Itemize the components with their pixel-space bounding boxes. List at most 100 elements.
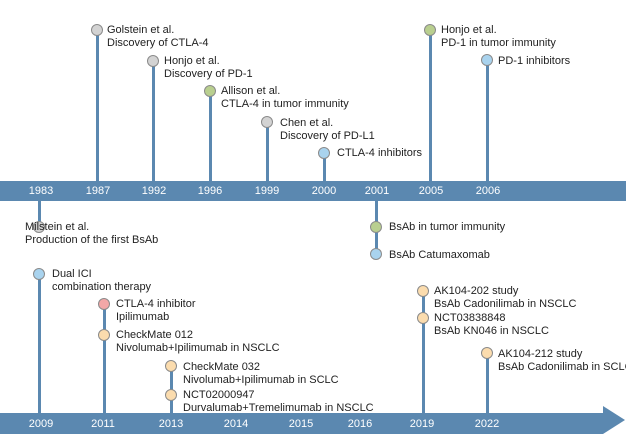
bottom-year-label: 2015 — [288, 418, 314, 430]
top-event-label: CTLA-4 inhibitors — [337, 147, 422, 160]
top-year-label: 2006 — [475, 185, 501, 197]
top-event-marker — [91, 24, 103, 36]
event-text-line: Nivolumab+Ipilimumab in NSCLC — [116, 342, 280, 354]
top-event-marker — [318, 147, 330, 159]
top-event-label: Chen et al.Discovery of PD-L1 — [280, 117, 375, 143]
top-year-label: 2005 — [418, 185, 444, 197]
top-event-stem — [428, 30, 432, 181]
event-text-line: Honjo et al. — [441, 24, 497, 36]
bottom-year-label: 2011 — [91, 418, 115, 430]
top-event-stem — [265, 122, 269, 181]
top-event-label: Golstein et al.Discovery of CTLA-4 — [107, 24, 208, 50]
top-event-marker — [261, 116, 273, 128]
bottom-event-stem — [421, 291, 425, 413]
event-text-line: Discovery of PD-1 — [164, 68, 253, 80]
event-text-line: combination therapy — [52, 281, 152, 293]
event-text-line: AK104-212 study — [498, 348, 583, 360]
bottom-event-marker — [165, 389, 177, 401]
event-text-line: NCT03838848 — [434, 312, 506, 324]
event-text-line: BsAb Cadonilimab in NSCLC — [434, 298, 577, 310]
top-year-label: 2000 — [311, 185, 337, 197]
top-event-label: BsAb Catumaxomab — [389, 249, 490, 262]
bottom-event-marker — [481, 347, 493, 359]
event-text-line: PD-1 in tumor immunity — [441, 37, 556, 49]
top-timeline-bar — [0, 181, 626, 201]
event-text-line: CTLA-4 inhibitors — [337, 147, 422, 159]
bottom-event-marker — [165, 360, 177, 372]
event-text-line: NCT02000947 — [183, 389, 255, 401]
top-year-label: 1992 — [141, 185, 167, 197]
top-event-stem — [37, 201, 41, 227]
top-event-stem — [151, 61, 155, 181]
top-event-label: Honjo et al.PD-1 in tumor immunity — [441, 24, 556, 50]
top-year-label: 2001 — [364, 185, 390, 197]
top-event-marker — [204, 85, 216, 97]
bottom-year-label: 2009 — [28, 418, 54, 430]
bottom-event-marker — [417, 312, 429, 324]
event-text-line: Production of the first BsAb — [25, 234, 159, 246]
event-text-line: AK104-202 study — [434, 285, 519, 297]
event-text-line: BsAb KN046 in NSCLC — [434, 325, 549, 337]
top-year-label: 1999 — [254, 185, 280, 197]
top-year-label: 1987 — [85, 185, 111, 197]
bottom-event-stem — [485, 353, 489, 413]
event-text-line: Golstein et al. — [107, 24, 175, 36]
bottom-event-stem — [102, 304, 106, 413]
top-event-label: PD-1 inhibitors — [498, 55, 570, 68]
bottom-year-label: 2013 — [158, 418, 184, 430]
bottom-year-label: 2019 — [409, 418, 435, 430]
event-text-line: Chen et al. — [280, 117, 334, 129]
bottom-event-marker — [33, 268, 45, 280]
top-event-marker — [370, 248, 382, 260]
top-event-label: BsAb in tumor immunity — [389, 221, 505, 234]
top-event-stem — [95, 30, 99, 181]
top-event-label: Milstein et al.Production of the first B… — [25, 221, 158, 247]
event-text-line: Allison et al. — [221, 85, 281, 97]
top-year-label: 1996 — [197, 185, 223, 197]
event-text-line: CheckMate 032 — [183, 361, 261, 373]
top-year-label: 1983 — [28, 185, 54, 197]
event-text-line: PD-1 inhibitors — [498, 55, 571, 67]
bottom-timeline-bar — [0, 413, 603, 434]
bottom-event-marker — [98, 329, 110, 341]
top-event-marker — [424, 24, 436, 36]
event-text-line: Ipilimumab — [116, 311, 170, 323]
event-text-line: CTLA-4 in tumor immunity — [221, 98, 349, 110]
event-text-line: Nivolumab+Ipilimumab in SCLC — [183, 374, 339, 386]
top-event-marker — [33, 221, 45, 233]
top-event-marker — [481, 54, 493, 66]
bottom-event-marker — [417, 285, 429, 297]
top-event-stem — [208, 91, 212, 181]
bottom-year-label: 2016 — [347, 418, 373, 430]
event-text-line: Honjo et al. — [164, 55, 220, 67]
top-event-stem — [322, 153, 326, 181]
top-event-stem — [485, 60, 489, 181]
event-text-line: Discovery of CTLA-4 — [107, 37, 209, 49]
event-text-line: BsAb Cadonilimab in SCLC — [498, 361, 626, 373]
top-event-label: Honjo et al.Discovery of PD-1 — [164, 55, 253, 81]
event-text-line: CheckMate 012 — [116, 329, 194, 341]
top-event-marker — [370, 221, 382, 233]
top-event-label: Allison et al.CTLA-4 in tumor immunity — [221, 85, 349, 111]
event-text-line: Discovery of PD-L1 — [280, 130, 375, 142]
event-text-line: CTLA-4 inhibitor — [116, 298, 196, 310]
event-text-line: BsAb in tumor immunity — [389, 221, 506, 233]
bottom-year-label: 2014 — [223, 418, 249, 430]
event-text-line: Durvalumab+Tremelimumab in NSCLC — [183, 402, 374, 414]
event-text-line: Milstein et al. — [25, 221, 90, 233]
bottom-event-marker — [98, 298, 110, 310]
timeline-arrowhead — [603, 406, 625, 434]
bottom-event-stem — [37, 274, 41, 413]
bottom-year-label: 2022 — [474, 418, 500, 430]
event-text-line: BsAb Catumaxomab — [389, 249, 490, 261]
top-event-marker — [147, 55, 159, 67]
